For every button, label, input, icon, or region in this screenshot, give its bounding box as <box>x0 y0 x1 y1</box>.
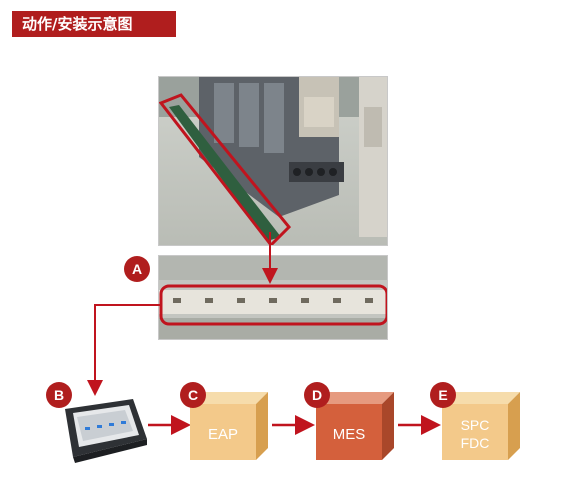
node-fdc-label: FDC <box>461 435 490 451</box>
node-eap-label: EAP <box>208 426 238 443</box>
node-mes-label: MES <box>333 426 366 443</box>
edge-a-b <box>87 304 160 396</box>
sensor-strip-photo <box>158 255 388 340</box>
badge-e: E <box>430 382 456 408</box>
page-title: 动作/安装示意图 <box>12 11 176 37</box>
node-eap-box: EAP <box>190 392 268 460</box>
equipment-photo <box>158 76 388 246</box>
node-spc-fdc-box: SPC FDC <box>442 392 520 460</box>
gateway-device <box>65 399 147 463</box>
node-spc-label: SPC <box>461 417 490 433</box>
node-mes-box: MES <box>316 392 394 460</box>
badge-b: B <box>46 382 72 408</box>
badge-a: A <box>124 256 150 282</box>
badge-c: C <box>180 382 206 408</box>
badge-d: D <box>304 382 330 408</box>
